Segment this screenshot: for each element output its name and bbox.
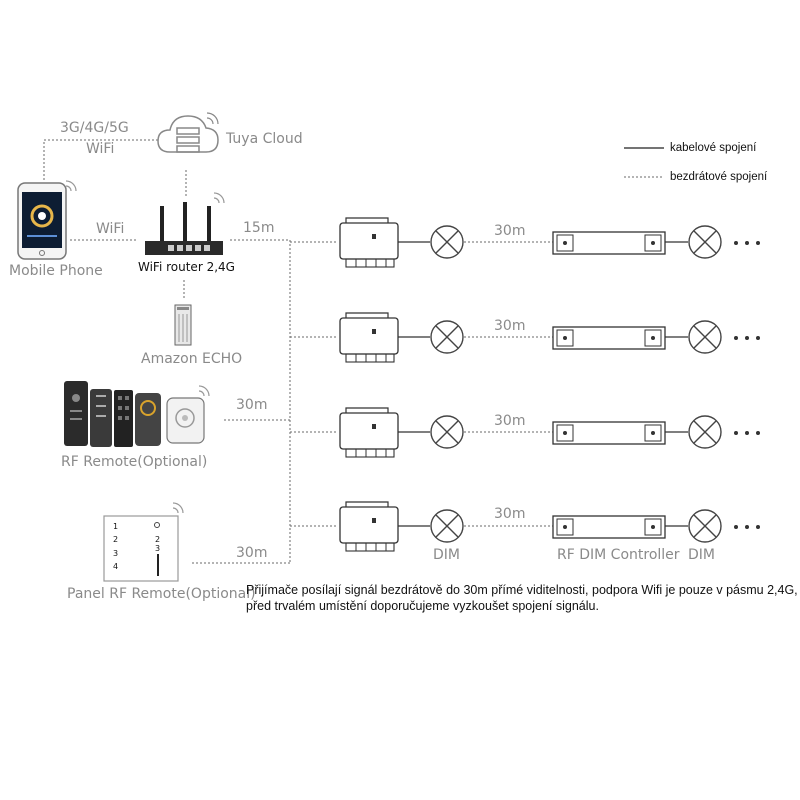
wifi-top-label: WiFi [86, 141, 115, 157]
legend-wired-label: kabelové spojení [670, 142, 757, 154]
ellipsis-icon [734, 336, 760, 340]
controller-module [552, 326, 666, 350]
ellipsis-icon [734, 525, 760, 529]
router-distance-label: 15m [243, 220, 275, 236]
panel-remote-label: Panel RF Remote(Optional) [67, 586, 256, 602]
panel-button-1: 1 [113, 522, 119, 531]
wifi-left-label: WiFi [96, 221, 125, 237]
ellipsis-icon [734, 431, 760, 435]
lamp-icon [430, 225, 464, 259]
row-1-distance: 30m [494, 223, 526, 239]
echo-label: Amazon ECHO [141, 351, 243, 367]
panel-button-2: 2 [113, 535, 119, 544]
lamp-icon [688, 320, 722, 354]
controller-module [552, 421, 666, 445]
row-4-controller: RF DIM Controller [557, 547, 680, 563]
rf-remote-label: RF Remote(Optional) [61, 454, 208, 470]
signal-note: Přijímače posílají signál bezdrátově do … [246, 583, 798, 613]
panel-button-right-2: 2 [155, 535, 161, 544]
row-4-dim-right: DIM [688, 547, 715, 563]
receiver-module [339, 312, 399, 363]
cloud-icon [157, 112, 219, 153]
router-icon [145, 192, 225, 255]
cellular-link [43, 139, 158, 180]
panel-button-3: 3 [113, 549, 119, 558]
controller-module [552, 515, 666, 539]
lamp-icon [688, 509, 722, 543]
rf-remotes-icon [64, 381, 210, 447]
receiver-module [339, 407, 399, 458]
remote-distance-label: 30m [236, 397, 268, 413]
cloud-label: Tuya Cloud [226, 131, 303, 147]
legend-wireless-label: bezdrátové spojení [670, 171, 768, 183]
row-3-distance: 30m [494, 413, 526, 429]
lamp-icon [688, 415, 722, 449]
mobile-phone-label: Mobile Phone [9, 263, 103, 279]
lamp-icon [430, 509, 464, 543]
cellular-label: 3G/4G/5G [60, 120, 129, 136]
echo-icon [174, 304, 192, 346]
lamp-icon [688, 225, 722, 259]
lamp-icon [430, 415, 464, 449]
receiver-module [339, 217, 399, 268]
row-4-distance: 30m [494, 506, 526, 522]
panel-button-4: 4 [113, 562, 119, 571]
panel-distance-label: 30m [236, 545, 268, 561]
panel-remote-icon [103, 502, 184, 582]
lamp-icon [430, 320, 464, 354]
row-2-distance: 30m [494, 318, 526, 334]
receiver-rows [339, 217, 760, 552]
router-label: WiFi router 2,4G [138, 260, 235, 274]
row-4-dim-left: DIM [433, 547, 460, 563]
ellipsis-icon [734, 241, 760, 245]
controller-module [552, 231, 666, 255]
panel-button-right-3: 3 [155, 544, 161, 553]
receiver-module [339, 501, 399, 552]
mobile-phone-icon [17, 180, 77, 260]
